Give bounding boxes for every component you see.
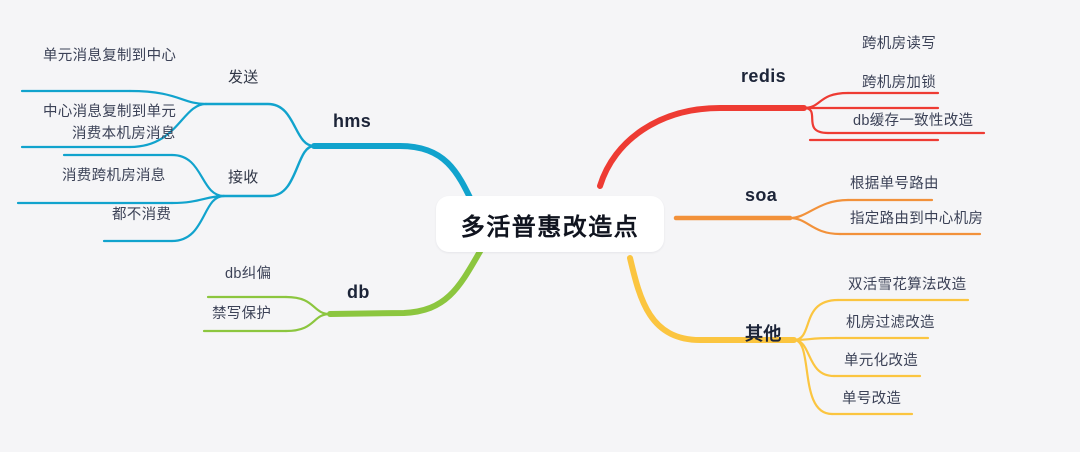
leaf-db-write-protect[interactable]: 禁写保护 — [212, 306, 272, 322]
leaf-other-snowflake[interactable]: 双活雪花算法改造 — [848, 277, 967, 293]
group-label-send[interactable]: 发送 — [228, 69, 259, 86]
wire-db-fan-bottom — [284, 312, 332, 333]
center-node-label: 多活普惠改造点 — [460, 213, 640, 241]
branch-title-hms[interactable]: hms — [333, 111, 372, 131]
leaf-consume-none[interactable]: 都不消费 — [112, 207, 172, 223]
wire-hms-recv-fan-mid — [170, 194, 226, 205]
leaf-unit-msg-to-center[interactable]: 单元消息复制到中心 — [43, 48, 177, 64]
leaf-center-msg-to-unit[interactable]: 中心消息复制到单元 — [43, 104, 177, 120]
wire-db-spine — [327, 245, 485, 317]
wire-soa-fan-bottom — [788, 216, 842, 236]
leaf-consume-local-idc[interactable]: 消费本机房消息 — [72, 126, 176, 142]
wire-other-fan-2 — [792, 336, 838, 342]
leaf-other-unitization[interactable]: 单元化改造 — [844, 353, 918, 369]
leaf-soa-route-to-center-idc[interactable]: 指定路由到中心机房 — [850, 211, 984, 227]
wire-hms-send-stem — [204, 102, 316, 148]
wire-other-fan-3 — [792, 338, 836, 378]
group-label-receive[interactable]: 接收 — [228, 169, 259, 186]
leaf-consume-cross-idc[interactable]: 消费跨机房消息 — [62, 168, 166, 184]
branch-title-soa[interactable]: soa — [745, 185, 778, 205]
branch-title-db[interactable]: db — [347, 282, 370, 302]
wire-hms-send-fan-top — [128, 89, 208, 106]
wire-redis-fan-bottom — [802, 106, 830, 135]
leaf-redis-cross-idc-rw[interactable]: 跨机房读写 — [862, 36, 936, 52]
branch-title-redis[interactable]: redis — [741, 66, 787, 86]
leaf-redis-db-cache-consistency[interactable]: db缓存一致性改造 — [853, 113, 974, 129]
wire-other-fan-4 — [792, 338, 834, 416]
leaf-db-correction[interactable]: db纠偏 — [225, 266, 272, 282]
wire-redis-spine — [597, 105, 807, 189]
leaf-redis-cross-idc-lock[interactable]: 跨机房加锁 — [862, 75, 936, 91]
wire-hms-recv-fan-top — [170, 153, 226, 198]
leaf-soa-route-by-orderno[interactable]: 根据单号路由 — [850, 176, 939, 192]
wire-db-fan-top — [284, 295, 332, 316]
wire-redis-fan-top — [802, 91, 850, 110]
leaf-other-orderno[interactable]: 单号改造 — [842, 391, 902, 407]
branch-title-other[interactable]: 其他 — [745, 324, 782, 344]
leaf-other-idc-filter[interactable]: 机房过滤改造 — [846, 315, 935, 331]
wire-hms-recv-fan-bottom — [170, 194, 226, 243]
wire-soa-fan-top — [788, 198, 850, 220]
center-node[interactable]: 多活普惠改造点 — [436, 196, 664, 252]
wire-other-fan-1 — [792, 298, 840, 342]
